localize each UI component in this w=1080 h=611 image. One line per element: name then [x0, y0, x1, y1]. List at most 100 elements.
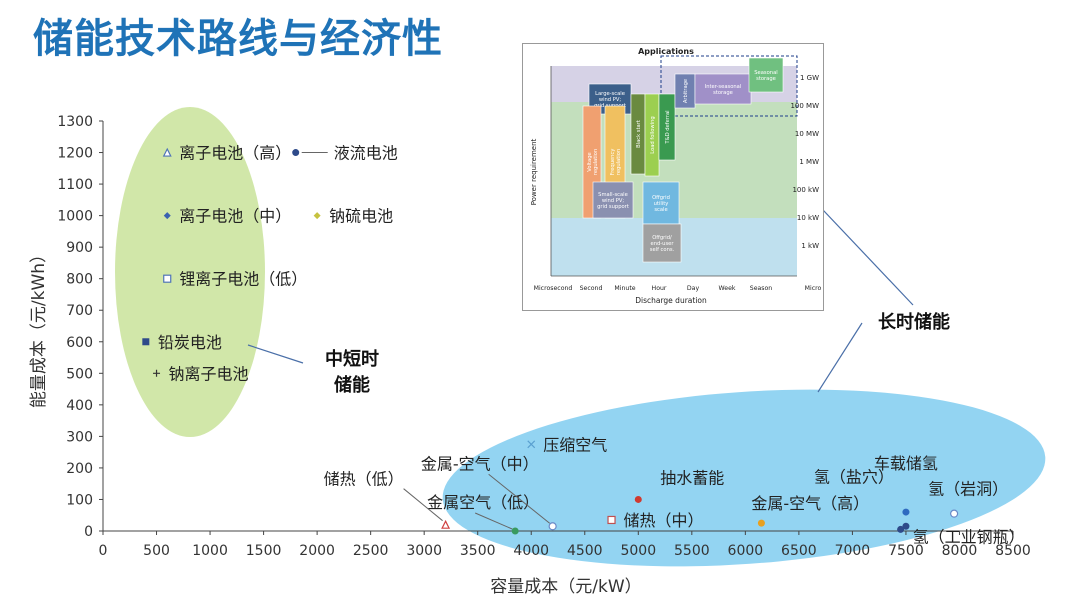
inset-box-label-line: Black start: [636, 120, 642, 148]
inset-box-label-line: regulation: [616, 149, 622, 175]
data-point: [607, 515, 616, 525]
inset-box-label-line: Load following: [650, 116, 656, 153]
y-tick-label: 200: [66, 461, 93, 477]
inset-box-label-line: Offgrid: [652, 195, 670, 201]
point-label: 离子电池（中）: [179, 207, 291, 226]
x-tick-label: 4000: [513, 543, 549, 559]
x-tick-label: 3500: [460, 543, 496, 559]
y-tick-label: 300: [66, 429, 93, 445]
inset-x-tick: Hour: [652, 285, 667, 292]
inset-box-label-line: Large-scale: [595, 91, 625, 97]
label-leader: [488, 473, 550, 524]
y-tick-label: 500: [66, 366, 93, 382]
point-label: 离子电池（高）: [179, 144, 291, 163]
inset-y-tick: 1 GW: [800, 74, 819, 82]
data-point: [548, 522, 557, 531]
inset-box-label: Load following: [650, 116, 656, 153]
inset-box: [658, 93, 676, 161]
inset-xlabel: Discharge duration: [635, 296, 707, 305]
inset-box: [642, 181, 680, 225]
long-duration-leader: [817, 322, 863, 393]
y-tick-label: 1300: [57, 114, 93, 130]
data-point: [634, 495, 642, 503]
inset-dashed-frame: [660, 55, 798, 117]
inset-box-label-line: utility: [654, 201, 669, 207]
inset-y-tick: 100 MW: [790, 102, 819, 110]
inset-box-label: Arbitrage: [683, 79, 689, 103]
data-point: [162, 147, 172, 157]
inset-box: [642, 223, 682, 263]
inset-box: [748, 57, 784, 93]
inset-box-label-line: Seasonal: [754, 70, 777, 76]
y-tick-label: 400: [66, 398, 93, 414]
x-tick-label: 7000: [835, 543, 871, 559]
point-label: 铅炭电池: [158, 333, 222, 352]
point-label: 氢（工业钢瓶）: [913, 527, 1025, 546]
inset-x-tick: Day: [687, 285, 700, 292]
point-label: 液流电池: [334, 144, 398, 163]
x-axis-label: 容量成本（元/kW）: [490, 577, 641, 597]
inset-x-tick: Season: [750, 285, 773, 292]
inset-x-tick: Minute: [614, 285, 635, 292]
data-point: [527, 440, 536, 449]
x-tick-label: 5000: [620, 543, 656, 559]
y-axis-label: 能量成本（元/kWh）: [29, 246, 49, 408]
point-label: 金属-空气（高）: [751, 494, 869, 513]
point-label: 氢（岩洞）: [928, 480, 1008, 499]
data-point: [950, 509, 959, 518]
inset-box-label-line: Frequency: [610, 149, 616, 176]
x-tick-label: 8500: [995, 543, 1031, 559]
inset-box-label: T&D deferral: [665, 110, 671, 144]
y-tick-label: 1100: [57, 177, 93, 193]
data-point: [153, 369, 161, 377]
x-tick-label: 5500: [674, 543, 710, 559]
data-point: [142, 338, 150, 346]
y-tick-label: 100: [66, 492, 93, 508]
x-tick-label: 1500: [246, 543, 282, 559]
inset-box-label-line: end-user: [651, 241, 675, 247]
x-tick-label: 7500: [888, 543, 924, 559]
x-tick-label: 2500: [353, 543, 389, 559]
inset-box: [694, 73, 752, 105]
y-tick-label: 800: [66, 272, 93, 288]
point-label: 压缩空气: [543, 435, 607, 454]
x-tick-label: 3000: [406, 543, 442, 559]
point-label: 锂离子电池（低）: [179, 270, 307, 289]
x-tick-label: 1000: [192, 543, 228, 559]
x-tick-label: 500: [143, 543, 170, 559]
point-label: 钠硫电池: [329, 207, 393, 226]
inset-y-tick: 10 kW: [797, 214, 819, 222]
data-point: [757, 519, 765, 527]
inset-box-label-line: grid support: [597, 204, 629, 210]
inset-title: Applications: [638, 47, 694, 56]
point-label: 抽水蓄能: [660, 468, 724, 487]
x-tick-label: 4500: [567, 543, 603, 559]
short-duration-region: [115, 107, 265, 437]
inset-box-label-line: Inter-seasonal: [705, 84, 742, 90]
inset-box: [592, 181, 634, 219]
data-point: [313, 212, 321, 220]
inset-box-label-line: wind PV;: [599, 97, 622, 103]
inset-box-label-line: Voltage: [587, 152, 593, 171]
inset-box-label-line: Offgrid/: [652, 235, 672, 241]
point-label: 氢（盐穴）: [814, 467, 894, 486]
point-label: 储热（低）: [324, 470, 404, 489]
x-tick-label: 0: [99, 543, 108, 559]
inset-box-label: Voltageregulation: [587, 149, 599, 175]
point-label: 车载储氢: [874, 454, 938, 473]
inset-box-label: Black start: [636, 120, 642, 148]
x-tick-label: 2000: [299, 543, 335, 559]
long-duration-label: 长时储能: [878, 311, 950, 333]
inset-x-tick: Micro: [805, 285, 822, 292]
inset-y-tick: 1 MW: [799, 158, 819, 166]
x-tick-label: 8000: [942, 543, 978, 559]
inset-box-label-line: storage: [713, 90, 733, 96]
y-tick-label: 900: [66, 240, 93, 256]
inset-x-tick: Second: [580, 285, 603, 292]
short-duration-label: 中短时储能: [325, 348, 379, 396]
label-leader: [474, 512, 513, 530]
page-title: 储能技术路线与经济性: [33, 16, 443, 62]
